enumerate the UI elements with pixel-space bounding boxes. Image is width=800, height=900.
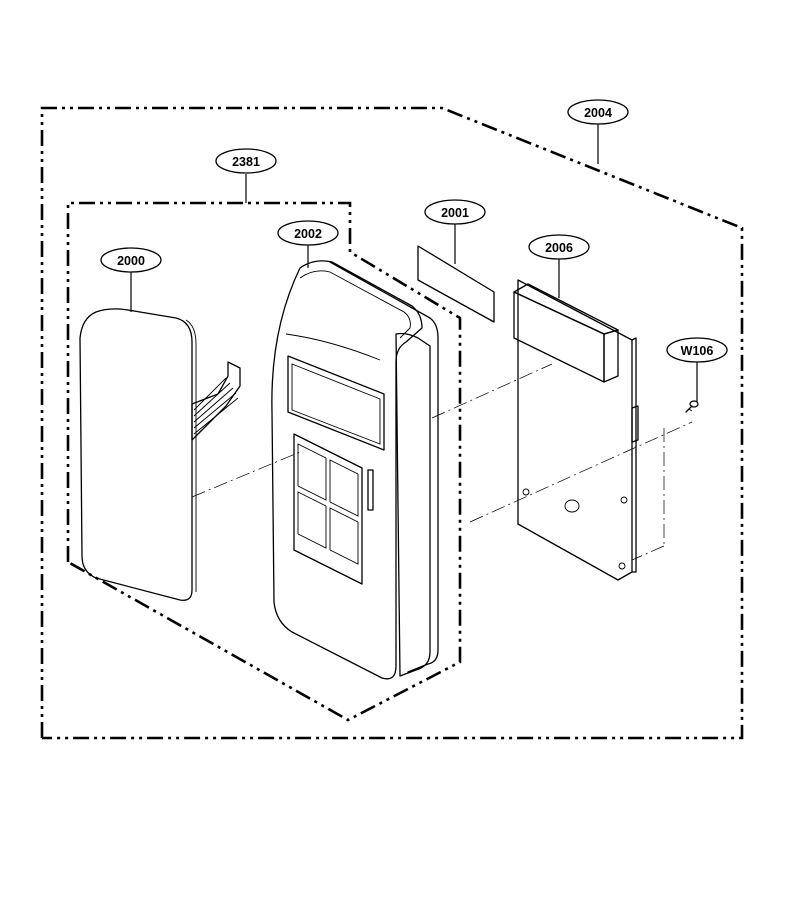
part-2006-pcb-assembly [513, 279, 639, 581]
callout-2001: 2001 [424, 199, 486, 225]
part-2002-control-panel-frame [271, 260, 439, 680]
part-w106-screw [685, 400, 699, 413]
callout-label-2002: 2002 [294, 227, 322, 241]
callout-2000: 2000 [100, 247, 162, 273]
callout-2006: 2006 [528, 234, 590, 260]
callout-label-2000: 2000 [117, 254, 145, 268]
callout-2381: 2381 [215, 148, 277, 174]
callout-2004: 2004 [567, 99, 629, 125]
callout-label-2006: 2006 [545, 241, 573, 255]
callout-w106: W106 [666, 337, 728, 363]
callout-label-w106: W106 [681, 344, 714, 358]
callout-label-2004: 2004 [584, 106, 612, 120]
callout-leaders [130, 124, 698, 402]
callout-2002: 2002 [277, 220, 339, 246]
assembly-boundary-2004 [40, 106, 744, 740]
assembly-boundary-2381 [66, 201, 462, 722]
callout-label-2001: 2001 [441, 206, 469, 220]
part-2000-membrane-keypad [79, 308, 241, 601]
callout-label-2381: 2381 [232, 155, 260, 169]
alignment-guides [191, 363, 693, 561]
part-2001-window-sheet [417, 245, 495, 323]
